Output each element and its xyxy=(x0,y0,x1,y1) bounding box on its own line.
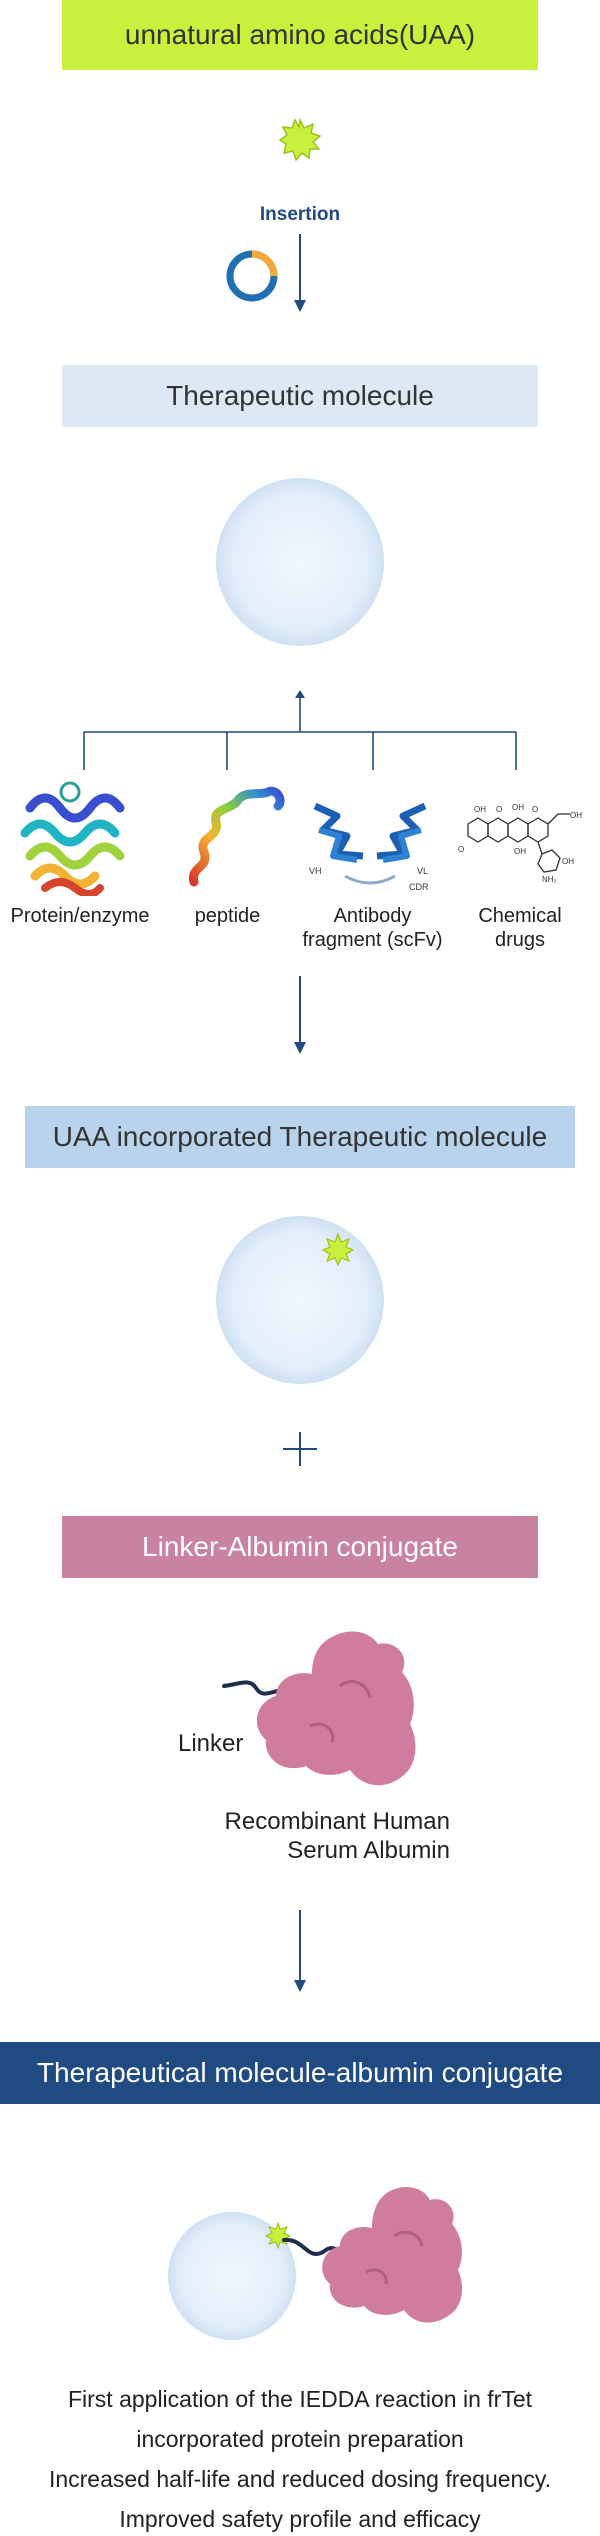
antibody-fragment-icon: VH VL CDR xyxy=(309,802,429,892)
uaa-incorporated-sphere xyxy=(216,1216,384,1384)
albumin-with-linker-icon xyxy=(222,1631,416,1786)
chemical-structure-icon: OH O OH O OH O NH₂ OH OH xyxy=(458,803,582,884)
chem-me-label: O xyxy=(458,845,464,854)
chem-o-2: O xyxy=(532,805,538,814)
conjugate-label: Therapeutical molecule-albumin conjugate xyxy=(36,2057,564,2088)
antibody-vl-annotation: VL xyxy=(417,866,428,876)
plasmid-ring-icon xyxy=(226,250,278,302)
chem-oh-3: OH xyxy=(570,811,582,820)
conjugate-box: Therapeutical molecule-albumin conjugate xyxy=(0,2042,600,2104)
chem-o-1: O xyxy=(496,805,502,814)
type-label-chemical: Chemical drugs xyxy=(478,905,562,951)
plus-icon xyxy=(283,1432,317,1466)
therapeutic-molecule-sphere xyxy=(216,478,384,646)
linker-label: Linker xyxy=(178,1730,244,1757)
antibody-cdr-annotation: CDR xyxy=(409,882,429,892)
type-label-protein: Protein/enzyme xyxy=(10,905,150,927)
type-label-antibody: Antibody fragment (scFv) xyxy=(302,905,443,951)
chem-oh-1: OH xyxy=(474,805,486,814)
peptide-helix-icon xyxy=(189,786,285,887)
final-conjugate-illustration xyxy=(168,2186,463,2340)
insertion-label: Insertion xyxy=(259,204,341,225)
summary-line-3: Increased half-life and reduced dosing f… xyxy=(48,2466,552,2492)
category-tree-connector xyxy=(83,690,517,770)
uaa-incorporated-label: UAA incorporated Therapeutic molecule xyxy=(52,1121,548,1152)
antibody-vh-annotation: VH xyxy=(309,866,322,876)
uaa-incorporated-box: UAA incorporated Therapeutic molecule xyxy=(25,1106,575,1168)
summary-line-4: Improved safety profile and efficacy xyxy=(119,2506,481,2532)
albumin-label: Recombinant Human Serum Albumin xyxy=(224,1808,450,1864)
protein-structure-icon xyxy=(20,781,125,896)
uaa-title-box: unnatural amino acids(UAA) xyxy=(62,0,538,70)
uaa-title-label: unnatural amino acids(UAA) xyxy=(124,19,476,50)
chem-oh-2: OH xyxy=(512,803,524,812)
chem-oh-5: OH xyxy=(514,847,526,856)
therapeutic-molecule-label: Therapeutic molecule xyxy=(166,380,434,411)
linker-albumin-box: Linker-Albumin conjugate xyxy=(62,1516,538,1578)
flow-arrow-3 xyxy=(294,1910,306,1992)
summary-line-1: First application of the IEDDA reaction … xyxy=(67,2386,533,2412)
therapeutic-molecule-box: Therapeutic molecule xyxy=(62,365,538,427)
linker-albumin-label: Linker-Albumin conjugate xyxy=(142,1531,458,1562)
summary-line-2: incorporated protein preparation xyxy=(136,2426,464,2452)
type-label-peptide: peptide xyxy=(194,905,261,927)
chem-nh2-label: NH₂ xyxy=(542,875,557,884)
uaa-star-icon xyxy=(278,118,322,162)
chem-oh-4: OH xyxy=(562,857,574,866)
insertion-arrow xyxy=(294,234,306,312)
flow-arrow-2 xyxy=(294,976,306,1054)
